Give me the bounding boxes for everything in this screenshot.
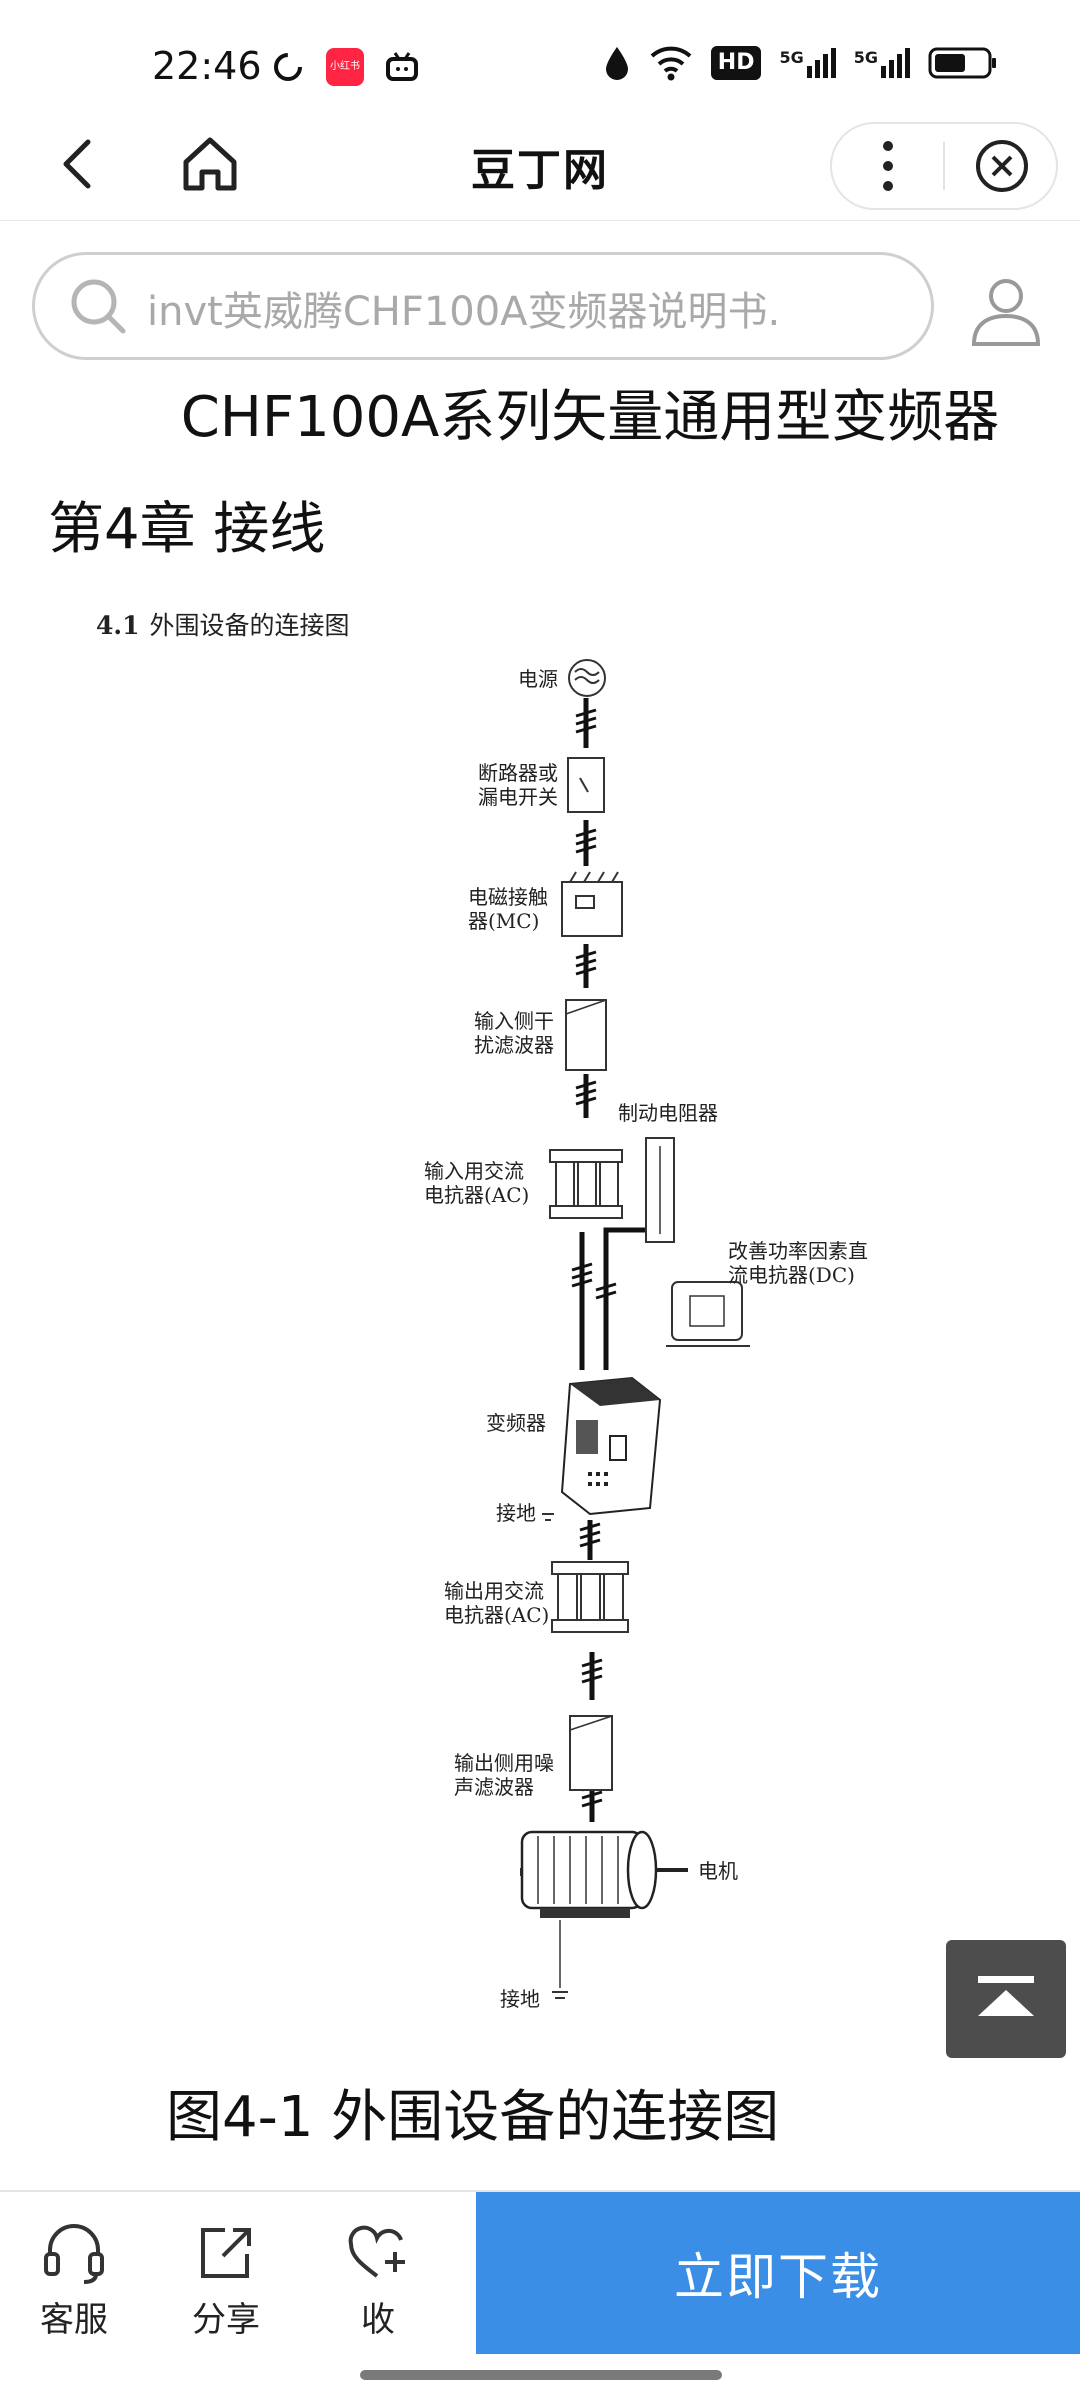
svg-text:声滤波器: 声滤波器 xyxy=(454,1775,534,1799)
svg-text:断路器或: 断路器或 xyxy=(478,761,558,785)
customer-service-button[interactable]: 客服 xyxy=(14,2222,134,2341)
connection-diagram: 电源 断路器或 漏电开关 电磁接触 器(MC) 输入侧干 扰滤波器 制动电阻器 … xyxy=(424,659,868,2011)
figure-heading: 4.1 外围设备的连接图 xyxy=(96,606,350,642)
figure-caption: 图4-1 外围设备的连接图 xyxy=(166,2085,780,2150)
svg-text:电抗器(AC): 电抗器(AC) xyxy=(444,1603,549,1627)
svg-text:变频器: 变频器 xyxy=(486,1411,546,1435)
bottom-action-bar: 客服 分享 收 立即下载 xyxy=(0,2190,1080,2356)
headset-icon xyxy=(44,2224,104,2284)
status-left-icons: 小红书 xyxy=(270,48,420,86)
download-button[interactable]: 立即下载 xyxy=(476,2192,1080,2354)
search-icon xyxy=(71,279,126,334)
svg-text:改善功率因素直: 改善功率因素直 xyxy=(728,1239,868,1263)
svg-text:电源: 电源 xyxy=(518,667,558,691)
close-circle-icon[interactable] xyxy=(972,136,1032,196)
search-input[interactable]: invt英威腾CHF100A变频器说明书. xyxy=(32,252,934,360)
heart-plus-icon xyxy=(348,2225,405,2278)
figure-heading-text: 外围设备的连接图 xyxy=(149,611,350,640)
svg-text:电抗器(AC): 电抗器(AC) xyxy=(424,1183,529,1207)
mini-program-capsule xyxy=(830,122,1058,210)
chapter-heading: 第4章 接线 xyxy=(48,497,326,562)
svg-text:扰滤波器: 扰滤波器 xyxy=(474,1033,554,1057)
drop-icon xyxy=(605,47,628,80)
share-button[interactable]: 分享 xyxy=(166,2222,286,2341)
svg-text:流电抗器(DC): 流电抗器(DC) xyxy=(728,1263,855,1287)
capsule-divider xyxy=(943,142,945,190)
hd-icon: HD xyxy=(710,46,762,80)
search-placeholder: invt英威腾CHF100A变频器说明书. xyxy=(147,289,781,335)
more-icon[interactable] xyxy=(868,138,908,194)
page-title: 豆丁网 xyxy=(471,145,609,196)
nav-bar: 豆丁网 xyxy=(0,110,1080,221)
status-time: 22:46 xyxy=(152,44,262,88)
svg-text:电机: 电机 xyxy=(698,1859,738,1883)
status-bar: 22:46 小红书 HD 5G 5G xyxy=(0,0,1080,130)
svg-text:输出侧用噪: 输出侧用噪 xyxy=(454,1751,554,1775)
svg-text:输入用交流: 输入用交流 xyxy=(424,1159,524,1183)
user-avatar-icon[interactable] xyxy=(968,272,1044,348)
svg-text:输出用交流: 输出用交流 xyxy=(444,1579,544,1603)
svg-text:漏电开关: 漏电开关 xyxy=(478,785,558,809)
svg-text:电磁接触: 电磁接触 xyxy=(468,885,548,909)
svg-text:器(MC): 器(MC) xyxy=(468,909,539,933)
customer-service-label: 客服 xyxy=(40,2300,108,2340)
signal-5g-icon: 5G xyxy=(779,48,836,78)
collect-button[interactable]: 收 xyxy=(318,2222,438,2341)
signal-5g-icon: 5G xyxy=(854,48,910,78)
svg-text:输入侧干: 输入侧干 xyxy=(474,1009,554,1033)
arrow-up-icon xyxy=(978,1976,1034,2016)
home-indicator[interactable] xyxy=(360,2370,722,2380)
svg-text:制动电阻器: 制动电阻器 xyxy=(618,1101,718,1125)
status-right-icons: HD 5G 5G xyxy=(603,44,998,82)
xiaohongshu-app-icon: 小红书 xyxy=(326,48,364,86)
figure-number: 4.1 xyxy=(96,611,140,640)
wifi-icon xyxy=(650,46,692,81)
share-label: 分享 xyxy=(192,2300,260,2340)
home-icon[interactable] xyxy=(178,132,242,196)
share-icon xyxy=(201,2228,251,2278)
collect-label: 收 xyxy=(361,2300,395,2340)
back-to-top-button[interactable] xyxy=(946,1940,1066,2058)
document-title: CHF100A系列矢量通用型变频器 xyxy=(180,385,1000,450)
back-arrow-icon[interactable] xyxy=(50,134,110,194)
sync-icon xyxy=(274,53,302,81)
battery-icon xyxy=(928,47,996,79)
svg-text:接地: 接地 xyxy=(500,1987,540,2011)
svg-text:接地: 接地 xyxy=(496,1501,536,1525)
bilibili-tv-icon xyxy=(386,52,418,81)
